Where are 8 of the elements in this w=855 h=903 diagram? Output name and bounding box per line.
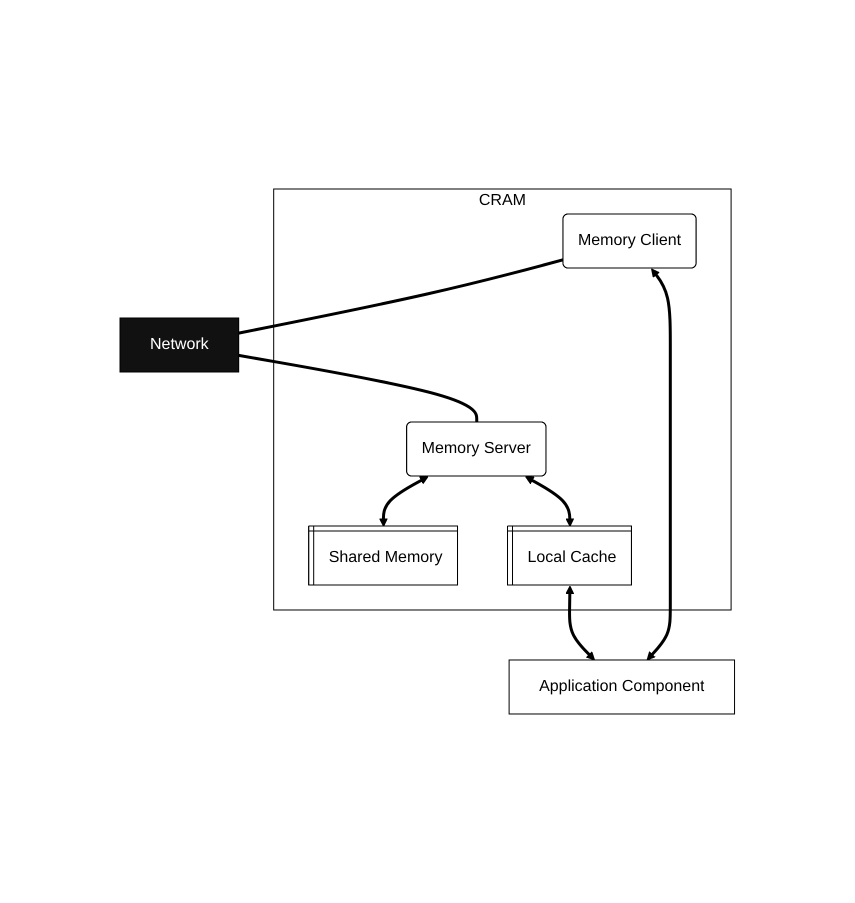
node-box: Network xyxy=(120,318,240,372)
connector xyxy=(238,258,564,335)
arrow xyxy=(646,268,672,660)
connector xyxy=(238,354,478,423)
arrow xyxy=(566,586,596,660)
arrow xyxy=(379,476,429,527)
node-box: Application Component xyxy=(508,659,736,714)
arrow xyxy=(525,476,574,527)
